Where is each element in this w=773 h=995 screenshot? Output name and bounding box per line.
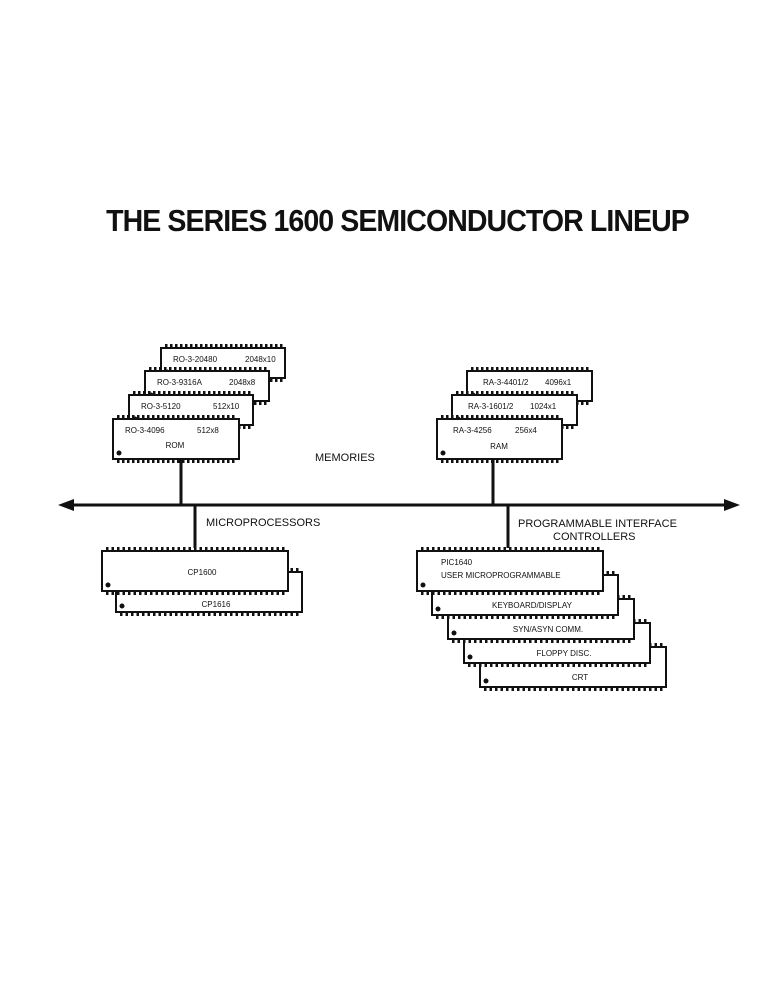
ram-size: 4096x1	[545, 378, 572, 387]
cpu-chip: CP1600	[101, 547, 289, 595]
pin1-dot-icon	[420, 582, 426, 588]
ram-size: 1024x1	[530, 402, 557, 411]
pic-function-label: CRT	[572, 673, 588, 682]
pin1-dot-icon	[119, 603, 125, 609]
rom-size: 2048x8	[229, 378, 256, 387]
rom-part-number: RO-3-20480	[173, 355, 218, 364]
pic-label-line2: CONTROLLERS	[553, 531, 636, 543]
ram-type-label: RAM	[490, 442, 508, 451]
ram-part-number: RA-3-1601/2	[468, 402, 514, 411]
ram-size: 256x4	[515, 426, 537, 435]
cpu-part-number: CP1600	[188, 568, 217, 577]
pin1-dot-icon	[435, 606, 441, 612]
pic-function-label: KEYBOARD/DISPLAY	[492, 601, 573, 610]
pic-description: USER MICROPROGRAMMABLE	[441, 571, 561, 580]
pin1-dot-icon	[440, 450, 446, 456]
pic-function-label: SYN/ASYN COMM.	[513, 625, 583, 634]
cpu-part-number: CP1616	[202, 600, 231, 609]
rom-type-label: ROM	[166, 441, 185, 450]
bus-left-arrow-icon	[58, 499, 74, 511]
rom-size: 512x8	[197, 426, 219, 435]
rom-size: 512x10	[213, 402, 240, 411]
ram-part-number: RA-3-4256	[453, 426, 492, 435]
rom-part-number: RO-3-9316A	[157, 378, 203, 387]
pic-function-label: FLOPPY DISC.	[537, 649, 592, 658]
bus-right-arrow-icon	[724, 499, 740, 511]
rom-part-number: RO-3-4096	[125, 426, 165, 435]
pin1-dot-icon	[483, 678, 489, 684]
ram-part-number: RA-3-4401/2	[483, 378, 529, 387]
pic-part-number: PIC1640	[441, 558, 473, 567]
rom-size: 2048x10	[245, 355, 276, 364]
pic-label-line1: PROGRAMMABLE INTERFACE	[518, 518, 677, 530]
page-title: THE SERIES 1600 SEMICONDUCTOR LINEUP	[106, 203, 690, 238]
microprocessors-label: MICROPROCESSORS	[206, 517, 320, 529]
pin1-dot-icon	[105, 582, 111, 588]
memories-label: MEMORIES	[315, 452, 375, 464]
pin1-dot-icon	[116, 450, 122, 456]
rom-part-number: RO-3-5120	[141, 402, 181, 411]
pin1-dot-icon	[467, 654, 473, 660]
pin1-dot-icon	[451, 630, 457, 636]
